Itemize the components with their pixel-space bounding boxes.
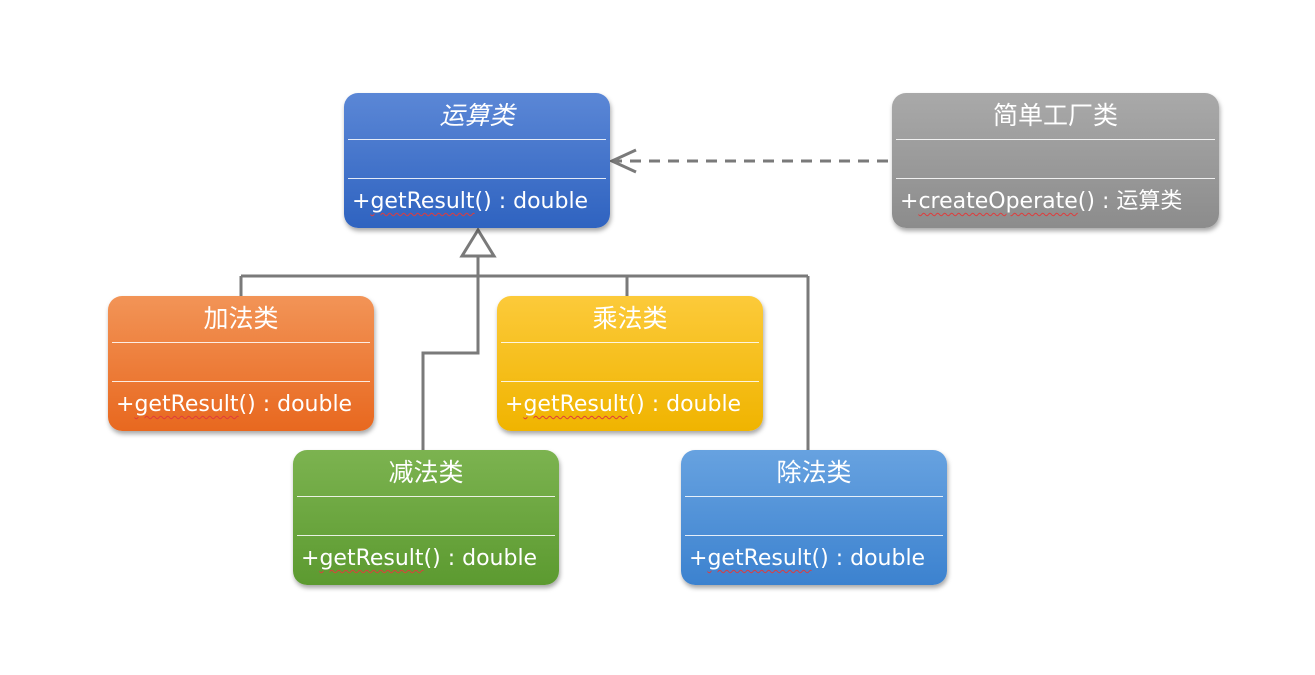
method-name: getResult bbox=[319, 546, 424, 571]
attributes-compartment bbox=[348, 140, 606, 179]
operations-compartment: +getResult() : double bbox=[505, 392, 742, 417]
method-name: createOperate bbox=[918, 189, 1078, 214]
class-name: 除法类 bbox=[685, 450, 943, 497]
class-factory[interactable]: 简单工厂类 +createOperate() : 运算类 bbox=[892, 93, 1219, 228]
class-name: 运算类 bbox=[348, 93, 606, 140]
class-name: 简单工厂类 bbox=[896, 93, 1215, 140]
method-name: getResult bbox=[134, 392, 239, 417]
operations-compartment: +getResult() : double bbox=[301, 546, 538, 571]
inheritance-line-subtract bbox=[421, 276, 480, 452]
attributes-compartment bbox=[896, 140, 1215, 179]
class-name: 减法类 bbox=[297, 450, 555, 497]
operations-compartment: +getResult() : double bbox=[116, 392, 353, 417]
attributes-compartment bbox=[112, 343, 370, 382]
class-name: 加法类 bbox=[112, 296, 370, 343]
method-signature: () : 运算类 bbox=[1077, 189, 1183, 214]
class-divide[interactable]: 除法类 +getResult() : double bbox=[681, 450, 947, 585]
class-add[interactable]: 加法类 +getResult() : double bbox=[108, 296, 374, 431]
class-operation[interactable]: 运算类 +getResult() : double bbox=[344, 93, 610, 228]
attributes-compartment bbox=[685, 497, 943, 536]
operations-compartment: +getResult() : double bbox=[689, 546, 926, 571]
method-signature: () : double bbox=[627, 392, 742, 417]
class-multiply[interactable]: 乘法类 +getResult() : double bbox=[497, 296, 763, 431]
class-name: 乘法类 bbox=[501, 296, 759, 343]
method-name: getResult bbox=[707, 546, 812, 571]
method-name: getResult bbox=[370, 189, 475, 214]
operations-compartment: +getResult() : double bbox=[352, 189, 589, 214]
method-name: getResult bbox=[523, 392, 628, 417]
dependency-arrowhead bbox=[608, 148, 637, 174]
generalization-triangle bbox=[459, 227, 497, 258]
method-signature: () : double bbox=[474, 189, 589, 214]
class-subtract[interactable]: 减法类 +getResult() : double bbox=[293, 450, 559, 585]
attributes-compartment bbox=[501, 343, 759, 382]
method-signature: () : double bbox=[811, 546, 926, 571]
method-signature: () : double bbox=[238, 392, 353, 417]
method-signature: () : double bbox=[423, 546, 538, 571]
operations-compartment: +createOperate() : 运算类 bbox=[900, 189, 1183, 214]
attributes-compartment bbox=[297, 497, 555, 536]
